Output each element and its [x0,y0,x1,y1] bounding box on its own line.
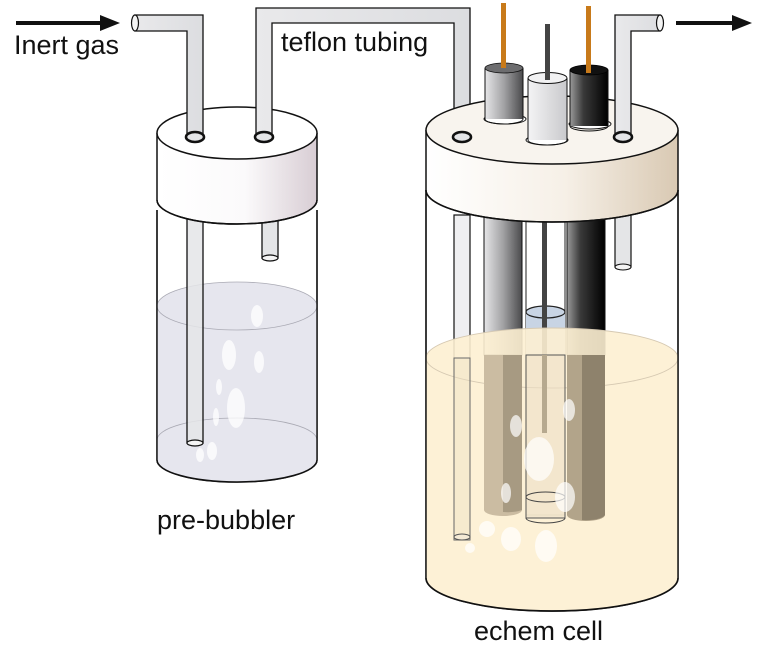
teflon-tubing-label: teflon tubing [281,27,428,57]
echem-inlet-tube-submerged [453,357,471,541]
pre-bubbler-inlet-tube [186,214,204,447]
echem-inlet-port [451,130,473,144]
counter-electrode-submerged [567,355,605,521]
pre-bubbler [156,106,318,483]
counter-electrode-wire [586,6,591,73]
pre-bubbler-cap [156,106,318,225]
reference-electrode-wire [545,24,550,80]
reference-electrode [525,24,569,146]
gas-outlet-tube [612,14,665,144]
working-electrode-wire [501,3,506,68]
pre-bubbler-bubbles [196,305,264,462]
gas-inlet-tube [130,14,206,144]
teflon-tubing [253,7,471,144]
pre-bubbler-label: pre-bubbler [157,505,295,535]
outlet-arrow [676,15,752,31]
working-electrode [483,3,527,125]
echem-outlet-tube [614,214,632,271]
inlet-arrow [16,15,120,31]
echem-cell [425,3,679,612]
echem-bubbles [465,399,575,562]
echem-cell-label: echem cell [474,616,603,646]
inert-gas-label: Inert gas [14,30,119,60]
pre-bubbler-liquid [156,281,318,482]
pre-bubbler-outlet-tube [261,214,279,262]
counter-electrode [568,6,612,132]
